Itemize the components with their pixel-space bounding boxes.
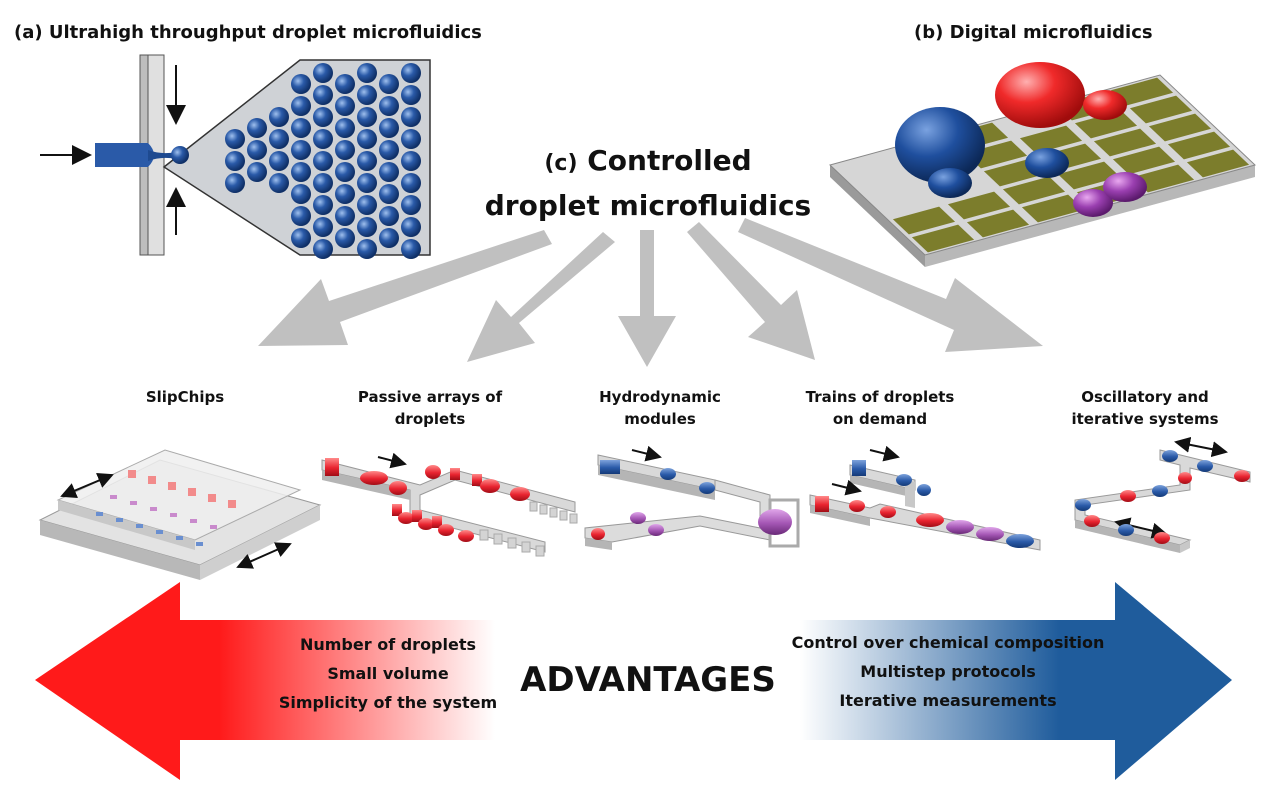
panel-a-title-text: Ultrahigh throughput droplet microfluidi… — [48, 22, 482, 43]
panel-a-title: (a) Ultrahigh throughput droplet microfl… — [14, 22, 482, 43]
method-label-hydrodynamic: Hydrodynamic modules — [599, 386, 721, 430]
method-label-oscillatory: Oscillatory and iterative systems — [1071, 386, 1218, 430]
method-label-trains-line1: Trains of droplets — [805, 388, 955, 406]
method-label-slipchips-line1: SlipChips — [145, 388, 225, 406]
advantages-right-list: Control over chemical composition Multis… — [792, 628, 1105, 715]
panel-c-title-line1: Controlled — [587, 144, 752, 177]
method-label-oscillatory-line1: Oscillatory and — [1081, 388, 1209, 406]
droplet-generator-diagram — [40, 54, 431, 259]
advantage-right-item: Iterative measurements — [839, 691, 1057, 710]
hydrodynamic-illustration — [584, 445, 800, 550]
flow-arrow-slipchips — [258, 230, 552, 346]
panel-b-title: (b) Digital microfluidics — [914, 22, 1153, 43]
panel-b-label: (b) — [914, 22, 944, 43]
panel-c-title: (c) Controlled droplet microfluidics — [485, 140, 811, 227]
panel-c-title-line2: droplet microfluidics — [484, 189, 812, 222]
flow-arrow-trains — [687, 222, 815, 360]
method-illustrations — [38, 436, 1251, 580]
oscillatory-illustration — [1074, 436, 1251, 553]
flow-arrow-hydrodynamic — [618, 230, 676, 367]
digital-microfluidics-diagram — [829, 62, 1256, 267]
flow-arrows — [258, 218, 1043, 367]
advantage-right-item: Multistep protocols — [860, 662, 1036, 681]
flow-arrow-passive — [467, 232, 615, 362]
droplet-grid — [225, 63, 421, 259]
advantage-left-item: Simplicity of the system — [278, 693, 498, 712]
method-label-trains-line2: on demand — [832, 410, 928, 428]
advantages-right-arrow — [800, 582, 1232, 780]
passive-array-illustration — [321, 452, 578, 557]
method-label-passive-arrays-line1: Passive arrays of — [357, 388, 503, 406]
advantage-left-item: Number of droplets — [299, 635, 477, 654]
method-label-passive-arrays-line2: droplets — [394, 410, 466, 428]
panel-b-title-text: Digital microfluidics — [949, 22, 1153, 43]
method-label-hydrodynamic-line2: modules — [624, 410, 696, 428]
panel-c-label: (c) — [544, 151, 578, 176]
method-label-trains: Trains of droplets on demand — [806, 386, 955, 430]
advantage-left-item: Small volume — [327, 664, 449, 683]
method-label-slipchips: SlipChips — [146, 386, 224, 408]
method-label-oscillatory-line2: iterative systems — [1071, 410, 1219, 428]
method-label-hydrodynamic-line1: Hydrodynamic — [599, 388, 721, 406]
slipchip-illustration — [38, 449, 322, 580]
advantage-right-item: Control over chemical composition — [791, 633, 1105, 652]
flow-arrow-oscillatory — [738, 218, 1043, 352]
advantages-arrows — [35, 582, 1232, 780]
method-label-passive-arrays: Passive arrays of droplets — [358, 386, 502, 430]
advantages-left-arrow — [35, 582, 495, 780]
advantages-center-label: ADVANTAGES — [520, 660, 776, 700]
panel-a-label: (a) — [14, 22, 43, 43]
trains-illustration — [809, 445, 1041, 551]
advantages-left-list: Number of droplets Small volume Simplici… — [279, 630, 497, 717]
